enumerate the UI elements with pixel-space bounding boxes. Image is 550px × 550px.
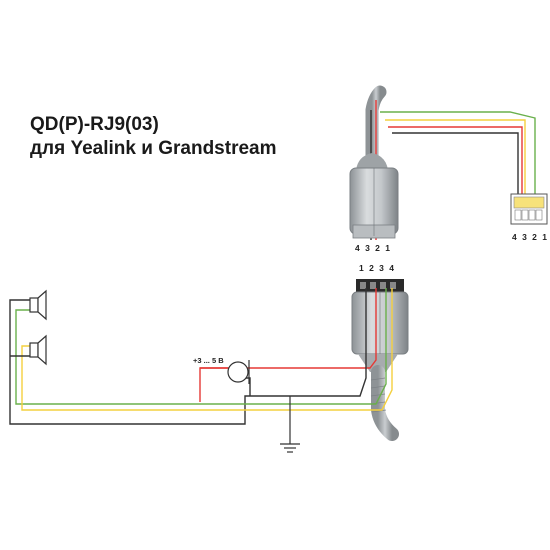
wire-yellow-top <box>385 119 526 200</box>
ground-icon <box>280 396 300 453</box>
wire-yellow-lower <box>21 288 393 411</box>
qd-plug-upper <box>349 153 399 239</box>
speaker-icon-bottom <box>29 334 47 366</box>
microphone-icon <box>227 360 250 384</box>
rj9-plug <box>510 193 548 225</box>
wire-green-lower <box>15 288 387 405</box>
qd-socket-lower <box>351 279 409 372</box>
diagram-subtitle: для Yealink и Grandstream <box>30 138 277 159</box>
lower-wires <box>9 288 393 425</box>
wire-red-top <box>388 126 523 198</box>
cable-coils <box>370 377 387 413</box>
diagram-title: QD(P)-RJ9(03) <box>30 114 159 135</box>
rj9-plug-pin-label: 4 3 2 1 <box>512 232 549 242</box>
speaker-icon-top <box>29 289 47 321</box>
wire-red-lower <box>199 288 377 402</box>
qd-plug-pin-label: 4 3 2 1 <box>355 243 392 253</box>
mic-voltage-label: +3 ... 5 В <box>193 356 224 365</box>
wire-green-top <box>380 111 536 200</box>
qd-socket-pin-label: 1 2 3 4 <box>359 263 396 273</box>
upper-cable <box>365 85 387 165</box>
wire-black-top <box>392 132 519 196</box>
